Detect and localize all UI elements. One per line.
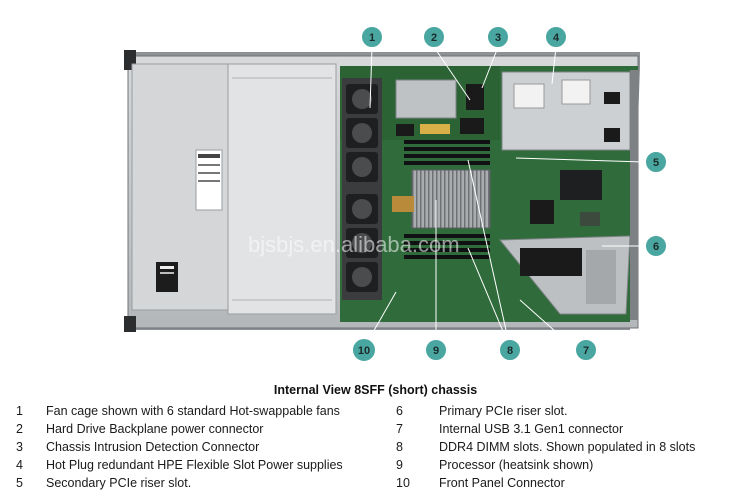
legend-text: Processor (heatsink shown) — [439, 456, 593, 474]
legend-item: 10 Front Panel Connector — [396, 474, 746, 492]
svg-text:10: 10 — [358, 345, 370, 357]
legend-item: 6 Primary PCIe riser slot. — [396, 402, 746, 420]
callout-6: 6 — [645, 235, 667, 257]
svg-text:6: 6 — [653, 241, 659, 253]
server-illustration: bjsbjs.en.alibaba.com 1 2 3 4 5 6 — [0, 0, 751, 380]
legend-text: Primary PCIe riser slot. — [439, 402, 568, 420]
svg-text:8: 8 — [507, 345, 513, 357]
legend-text: Hard Drive Backplane power connector — [46, 420, 263, 438]
legend-number: 5 — [16, 474, 36, 492]
legend-number: 6 — [396, 402, 416, 420]
svg-text:1: 1 — [369, 32, 375, 44]
callout-8: 8 — [499, 339, 521, 361]
legend-number: 3 — [16, 438, 36, 456]
legend-text: Hot Plug redundant HPE Flexible Slot Pow… — [46, 456, 343, 474]
svg-text:4: 4 — [553, 32, 560, 44]
legend-item: 7 Internal USB 3.1 Gen1 connector — [396, 420, 746, 438]
legend-number: 8 — [396, 438, 416, 456]
rear-plate — [630, 70, 638, 320]
legend-item: 5 Secondary PCIe riser slot. — [16, 474, 376, 492]
legend-text: Chassis Intrusion Detection Connector — [46, 438, 259, 456]
legend-text: DDR4 DIMM slots. Shown populated in 8 sl… — [439, 438, 695, 456]
legend-item: 4 Hot Plug redundant HPE Flexible Slot P… — [16, 456, 376, 474]
power-supplies — [502, 72, 630, 150]
callout-4: 4 — [545, 26, 567, 48]
callout-1: 1 — [361, 26, 383, 48]
fan — [346, 84, 378, 114]
fan — [346, 152, 378, 182]
callout-7: 7 — [575, 339, 597, 361]
legend-number: 2 — [16, 420, 36, 438]
callout-5: 5 — [645, 151, 667, 173]
legend-text: Front Panel Connector — [439, 474, 565, 492]
legend-number: 10 — [396, 474, 416, 492]
legend-item: 3 Chassis Intrusion Detection Connector — [16, 438, 376, 456]
fan — [346, 194, 378, 224]
callout-9: 9 — [425, 339, 447, 361]
svg-text:7: 7 — [583, 345, 589, 357]
figure-caption: Internal View 8SFF (short) chassis — [0, 383, 751, 397]
server-diagram: bjsbjs.en.alibaba.com 1 2 3 4 5 6 — [0, 0, 751, 380]
fan-cage — [342, 78, 382, 300]
legend-number: 1 — [16, 402, 36, 420]
legend-text: Secondary PCIe riser slot. — [46, 474, 191, 492]
svg-text:5: 5 — [653, 157, 659, 169]
callout-3: 3 — [487, 26, 509, 48]
svg-text:3: 3 — [495, 32, 501, 44]
callout-10: 10 — [352, 338, 376, 362]
fan — [346, 262, 378, 292]
legend-item: 1 Fan cage shown with 6 standard Hot-swa… — [16, 402, 376, 420]
legend-text: Fan cage shown with 6 standard Hot-swapp… — [46, 402, 340, 420]
watermark: bjsbjs.en.alibaba.com — [248, 232, 460, 257]
legend-item: 9 Processor (heatsink shown) — [396, 456, 746, 474]
legend-item: 2 Hard Drive Backplane power connector — [16, 420, 376, 438]
svg-text:2: 2 — [431, 32, 437, 44]
legend-item: 8 DDR4 DIMM slots. Shown populated in 8 … — [396, 438, 746, 456]
legend-text: Internal USB 3.1 Gen1 connector — [439, 420, 623, 438]
fan — [346, 118, 378, 148]
callout-2: 2 — [423, 26, 445, 48]
legend-number: 7 — [396, 420, 416, 438]
legend-number: 9 — [396, 456, 416, 474]
svg-text:9: 9 — [433, 345, 439, 357]
legend-number: 4 — [16, 456, 36, 474]
drive-bay — [132, 64, 336, 314]
legend: 1 Fan cage shown with 6 standard Hot-swa… — [0, 402, 751, 494]
